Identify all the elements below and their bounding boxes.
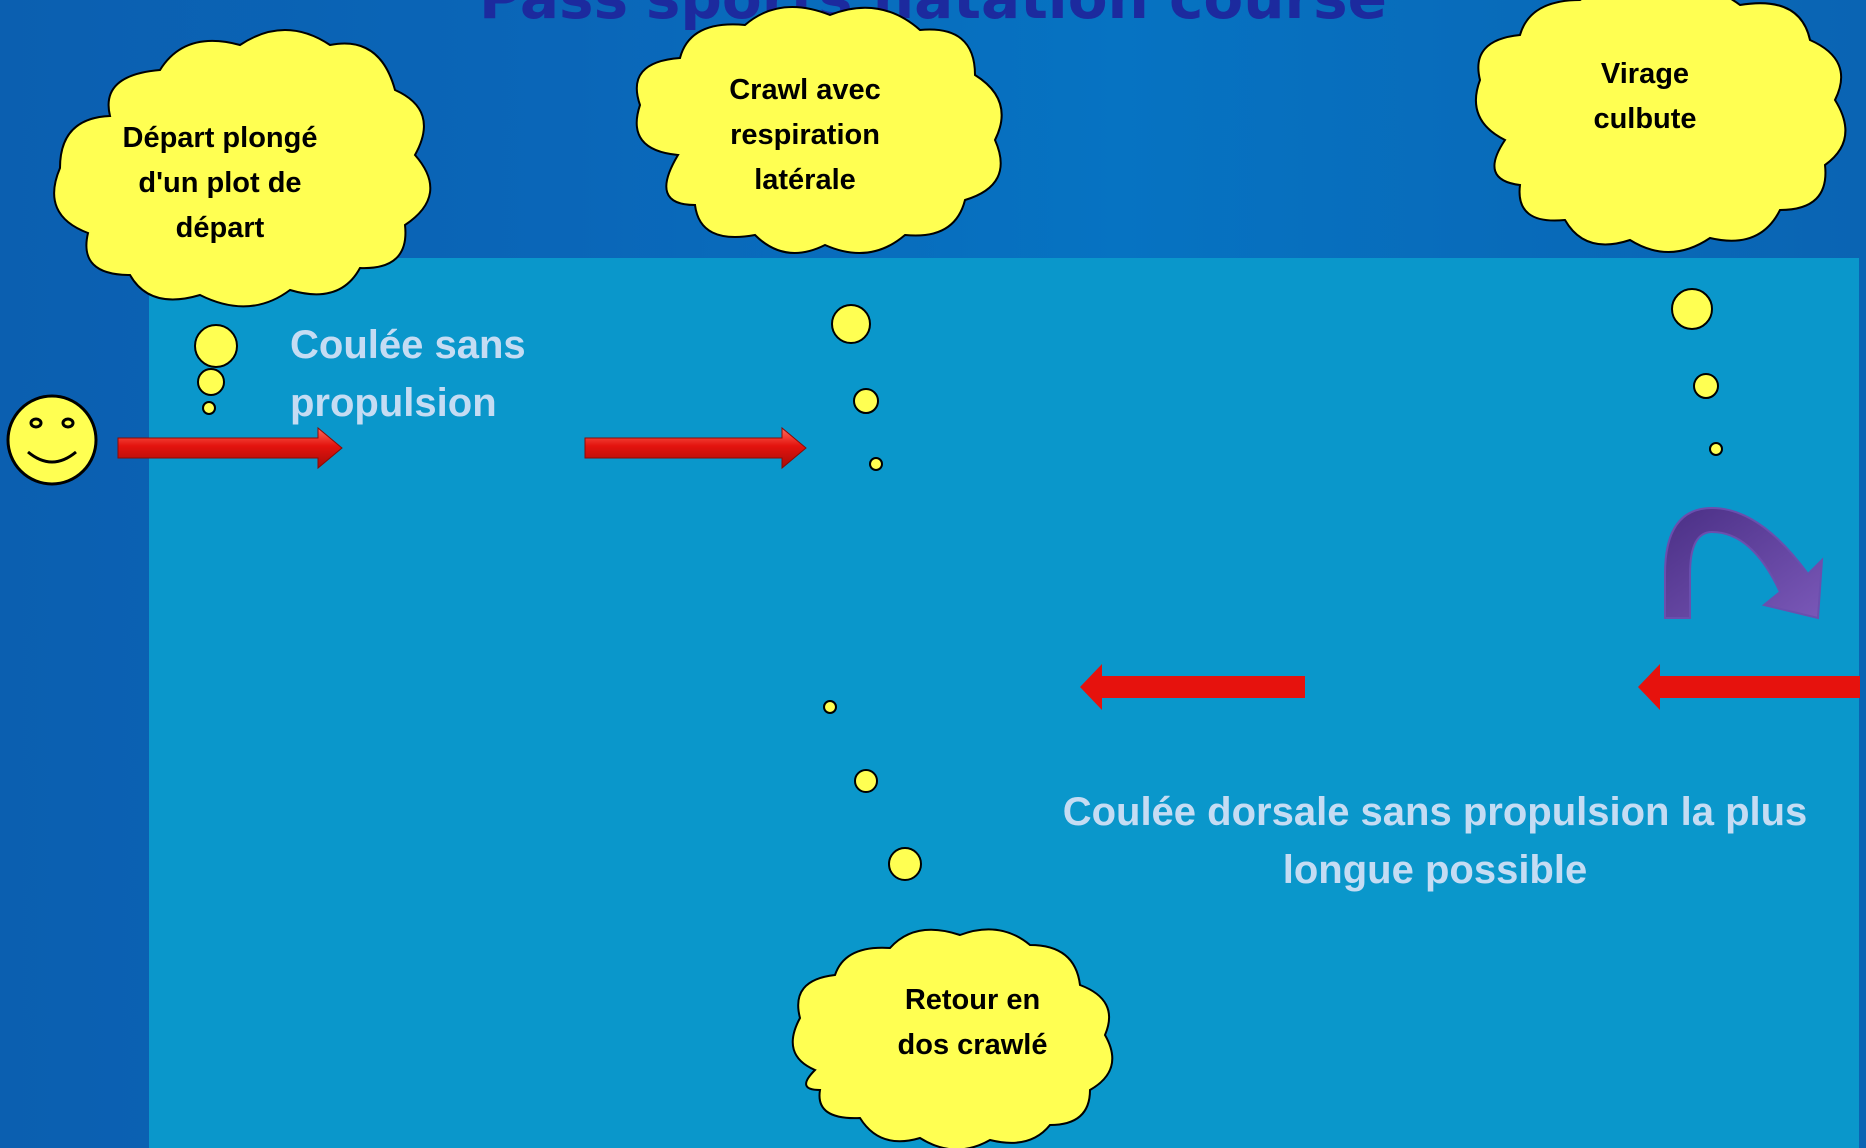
flip-turn-arrow-icon	[1664, 506, 1824, 620]
arrow-left-2	[1638, 664, 1860, 710]
thought-dots-start	[194, 324, 238, 415]
cloud-text-turn: Virage culbute	[1593, 58, 1697, 135]
cloud-text-crawl: Crawl avec respiration latérale	[729, 74, 881, 196]
arrow-right-2	[584, 426, 807, 470]
thought-dots-crawl	[831, 304, 883, 471]
thought-dots-back	[823, 700, 922, 881]
arrow-left-1	[1080, 664, 1305, 710]
thought-dots-turn	[1671, 288, 1723, 456]
swimmer-smiley-icon	[6, 394, 98, 486]
cloud-crawl	[635, 6, 1003, 254]
cloud-start	[53, 29, 432, 308]
cloud-text-start: Départ plongé d'un plot de départ	[122, 122, 318, 244]
cloud-back	[791, 928, 1114, 1148]
slide-title: Pass'sports natation course	[0, 0, 1866, 32]
arrow-right-1	[117, 426, 343, 470]
cloud-turn	[1475, 0, 1847, 253]
label-glide: Coulée sans propulsion	[290, 323, 526, 425]
cloud-text-back: Retour en dos crawlé	[897, 984, 1048, 1061]
label-dorsal-glide: Coulée dorsale sans propulsion la plus l…	[1062, 790, 1808, 892]
